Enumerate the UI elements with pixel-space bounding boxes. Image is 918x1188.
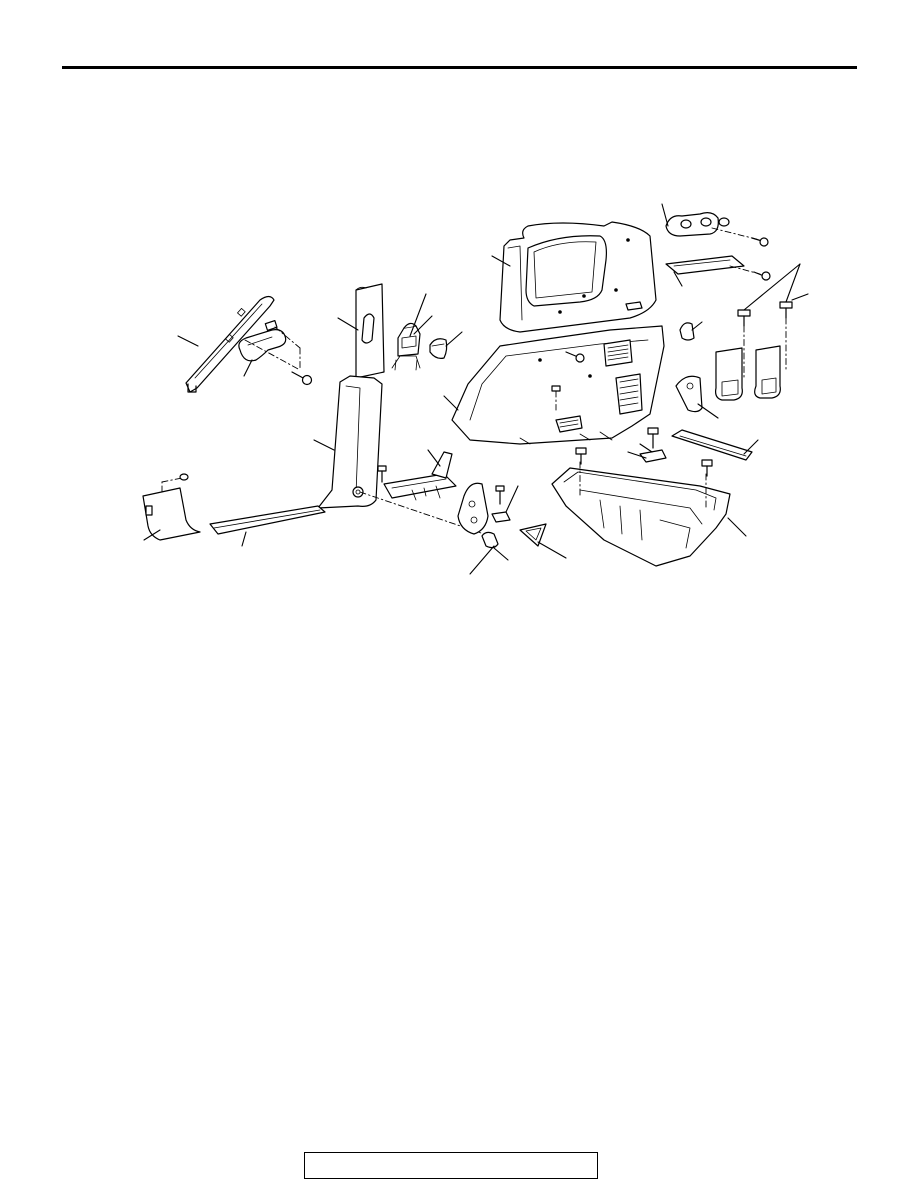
center-pillar-upper-trim: [355, 283, 385, 379]
quarter-trim-lower: [451, 325, 665, 445]
assist-grip: [238, 320, 301, 371]
tether-anchor: [457, 482, 489, 535]
rear-sill-trim: [671, 429, 753, 461]
center-clip: [639, 427, 667, 463]
cowl-clip: [179, 473, 189, 481]
floor-box-bolts: [575, 447, 713, 477]
header-rule: [62, 66, 857, 69]
rear-end-trim: [715, 317, 787, 401]
seat-belt-anchor-cover: [429, 338, 448, 359]
leader-lines: [143, 203, 809, 575]
quarter-screw: [551, 351, 585, 411]
front-pillar-trim: [185, 295, 275, 393]
tether-anchor-cover: [675, 375, 703, 413]
rear-grip-bracket: [665, 255, 771, 281]
luggage-floor-box: [551, 461, 731, 567]
cover-clip: [679, 322, 695, 341]
seat-belt-guide: [391, 322, 421, 371]
center-pillar-lower-trim: [317, 375, 383, 509]
rear-scuff-plate: [383, 451, 457, 501]
quarter-trim-upper: [499, 221, 657, 333]
rear-assist-grip: [665, 212, 769, 247]
tether-anchor-cover: [519, 523, 547, 547]
fasteners: [359, 465, 511, 549]
rear-end-bolts: [737, 301, 793, 327]
grip-screw: [291, 371, 313, 386]
cowl-side-trim: [142, 477, 201, 541]
front-scuff-plate: [209, 505, 326, 535]
footer-box: [304, 1152, 598, 1179]
